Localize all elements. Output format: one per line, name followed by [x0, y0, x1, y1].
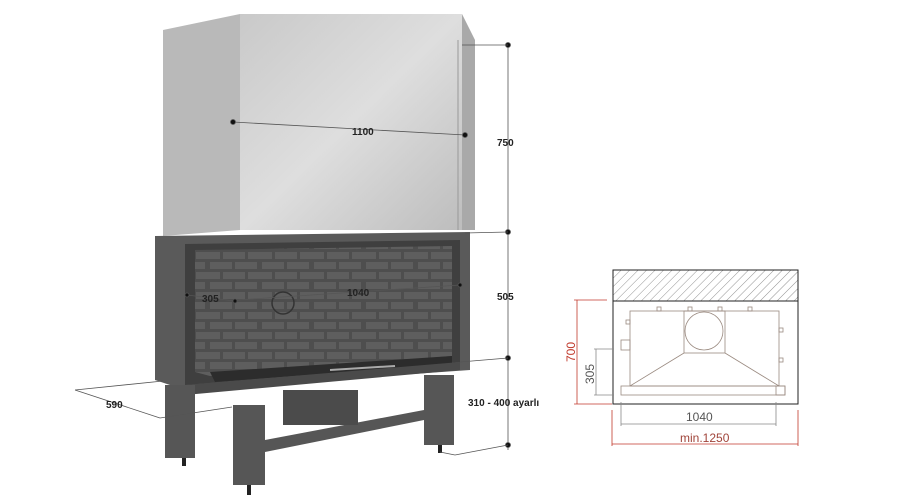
- plan-dim-opening-width: 1040: [686, 410, 713, 424]
- dim-side-glass: 305: [202, 294, 219, 305]
- perspective-dimensions: [74, 42, 511, 456]
- plan-dim-min-width: min.1250: [680, 431, 730, 445]
- dim-hood-height: 750: [497, 138, 514, 149]
- dim-leg-height: 310 - 400 ayarlı: [468, 398, 539, 409]
- dim-glass-width: 1040: [347, 288, 370, 299]
- hood: [163, 14, 475, 236]
- plan-view: [574, 269, 799, 446]
- plan-dim-side: 305: [583, 364, 597, 384]
- plan-dim-depth: 700: [564, 342, 578, 362]
- dim-depth: 590: [106, 400, 123, 411]
- dim-hood-width: 1100: [352, 127, 374, 138]
- logo-emblem-icon: [271, 291, 295, 315]
- dim-firebox-height: 505: [497, 292, 514, 303]
- stand: [165, 375, 454, 495]
- firebox: [155, 232, 470, 395]
